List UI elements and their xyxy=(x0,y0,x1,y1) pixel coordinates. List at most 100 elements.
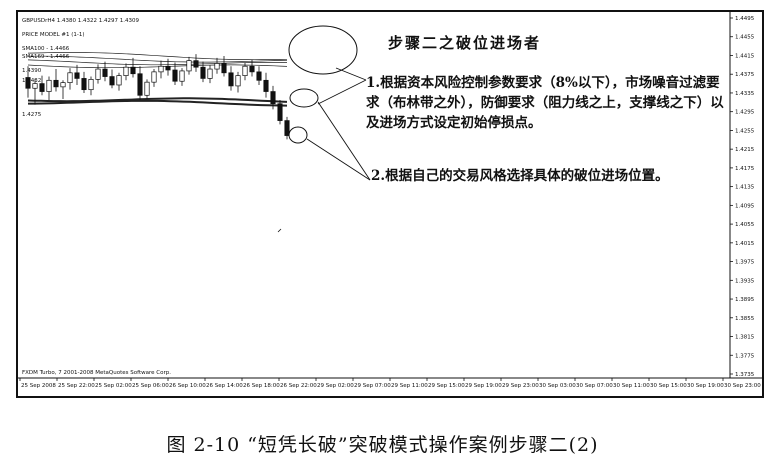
price-chart: 1.44951.44551.44151.43751.43351.42951.42… xyxy=(18,12,762,389)
candle-body xyxy=(242,65,248,76)
candle-body xyxy=(144,81,150,96)
candle-body xyxy=(53,79,59,88)
candle-body xyxy=(165,65,171,71)
lower-band-1 xyxy=(27,97,288,103)
candle-body xyxy=(151,71,157,83)
x-tick-label: 26 Sep 14:00 xyxy=(206,383,243,389)
x-tick-label: 30 Sep 03:00 xyxy=(539,383,576,389)
figure-caption: 图 2-10 “短凭长破”突破模式操作案例步骤二(2) xyxy=(166,434,599,456)
candle-body xyxy=(186,60,192,72)
x-tick-label: 26 Sep 18:00 xyxy=(243,383,280,389)
indicator-label: 1.4390 xyxy=(22,68,42,74)
annotation-ellipse-top xyxy=(288,25,358,75)
pointer-line xyxy=(306,138,371,181)
x-tick-label: 26 Sep 22:00 xyxy=(280,383,317,389)
candle-body xyxy=(130,66,136,75)
y-tick-label: 1.3855 xyxy=(735,316,755,322)
y-tick-label: 1.4455 xyxy=(735,35,755,41)
x-tick-label: 29 Sep 02:00 xyxy=(317,383,354,389)
upper-band-3 xyxy=(27,59,288,66)
candle-body xyxy=(158,65,164,73)
candle-body xyxy=(200,66,206,79)
y-tick-label: 1.4015 xyxy=(735,241,755,247)
annotation-note-2: 2.根据自己的交易风格选择具体的破位进场位置。 xyxy=(371,168,669,184)
x-tick-label: 29 Sep 23:00 xyxy=(502,383,539,389)
pointer-line xyxy=(335,67,367,81)
y-tick-label: 1.4255 xyxy=(735,128,755,134)
candle-body xyxy=(284,120,290,136)
stray-mark xyxy=(277,228,282,233)
x-tick-label: 29 Sep 19:00 xyxy=(465,383,502,389)
y-tick-label: 1.4055 xyxy=(735,222,755,228)
candle-body xyxy=(95,68,101,80)
x-tick-label: 30 Sep 07:00 xyxy=(576,383,613,389)
x-tick-label: 25 Sep 2008 xyxy=(21,383,56,389)
candle-body xyxy=(277,103,283,121)
indicator-label: SMA100 - 1.4466 xyxy=(22,46,70,52)
upper-band-2 xyxy=(28,55,288,63)
x-tick-label: 29 Sep 07:00 xyxy=(354,383,391,389)
upper-band-1 xyxy=(27,52,288,61)
pointer-line xyxy=(317,101,371,181)
annotation-ellipse-bottom xyxy=(288,126,308,144)
x-tick-label: 26 Sep 10:00 xyxy=(169,383,206,389)
y-tick-label: 1.4335 xyxy=(735,91,755,97)
candle-body xyxy=(116,75,122,86)
candle-body xyxy=(88,79,94,91)
candle-body xyxy=(74,72,80,79)
candle-body xyxy=(32,83,38,89)
x-tick-label: 30 Sep 11:00 xyxy=(613,383,650,389)
x-tick-label: 29 Sep 15:00 xyxy=(428,383,465,389)
candle-body xyxy=(263,79,269,92)
annotation-title: 步骤二之破位进场者 xyxy=(388,34,542,52)
candle-body xyxy=(39,83,45,92)
candle-body xyxy=(123,66,129,76)
candle-body xyxy=(193,60,199,68)
candle-body xyxy=(256,71,262,81)
annotation-note-1: 1.根据资本风险控制参数要求（8%以下），市场噪音过滤要求（布林带之外），防御要… xyxy=(366,75,724,131)
y-tick-label: 1.4135 xyxy=(735,185,755,191)
indicator-label: 1.4432 xyxy=(22,78,41,84)
candle-body xyxy=(214,63,220,70)
candle-body xyxy=(137,73,143,96)
x-tick-label: 30 Sep 23:00 xyxy=(724,383,761,389)
candle-body xyxy=(228,72,234,87)
x-tick-label: 30 Sep 15:00 xyxy=(650,383,687,389)
candle-body xyxy=(270,91,276,105)
candle-body xyxy=(249,65,255,73)
candle-body xyxy=(109,76,115,86)
x-tick-label: 25 Sep 02:00 xyxy=(95,383,132,389)
pointer-line xyxy=(317,79,367,105)
x-tick-label: 25 Sep 22:00 xyxy=(58,383,95,389)
candle-body xyxy=(179,70,185,82)
y-tick-label: 1.3775 xyxy=(735,353,755,359)
indicator-label: SMA169 - 1.4466 xyxy=(22,54,70,60)
indicator-label: 1.4275 xyxy=(22,112,42,118)
y-tick-label: 1.4295 xyxy=(735,110,755,116)
y-tick-label: 1.4495 xyxy=(735,16,755,22)
candle-body xyxy=(235,75,241,87)
y-tick-label: 1.3815 xyxy=(735,335,755,341)
candle-body xyxy=(81,78,87,91)
symbol-header: GBPUSDrH4 1.4380 1.4322 1.4297 1.4309 xyxy=(22,18,139,24)
y-tick-label: 1.3935 xyxy=(735,278,755,284)
y-tick-label: 1.3895 xyxy=(735,297,755,303)
lower-band-2 xyxy=(28,99,288,107)
indicator-label: PRICE MODEL #1 (1-1) xyxy=(22,32,85,38)
candle-body xyxy=(67,72,73,83)
footer-text: FXDM Turbo, 7 2001-2008 MetaQuotes Softw… xyxy=(22,370,171,376)
y-tick-label: 1.3735 xyxy=(735,372,755,378)
y-tick-label: 1.3975 xyxy=(735,260,755,266)
upper-band-4 xyxy=(27,64,288,69)
candle-body xyxy=(172,69,178,82)
y-tick-label: 1.4095 xyxy=(735,203,755,209)
candle-body xyxy=(207,68,213,79)
candle-body xyxy=(60,82,66,88)
x-tick-label: 30 Sep 19:00 xyxy=(687,383,724,389)
candle-body xyxy=(46,79,52,92)
y-tick-label: 1.4415 xyxy=(735,53,755,59)
annotation-ellipse-mid xyxy=(289,88,319,108)
y-tick-label: 1.4175 xyxy=(735,166,755,172)
x-tick-label: 29 Sep 11:00 xyxy=(391,383,428,389)
